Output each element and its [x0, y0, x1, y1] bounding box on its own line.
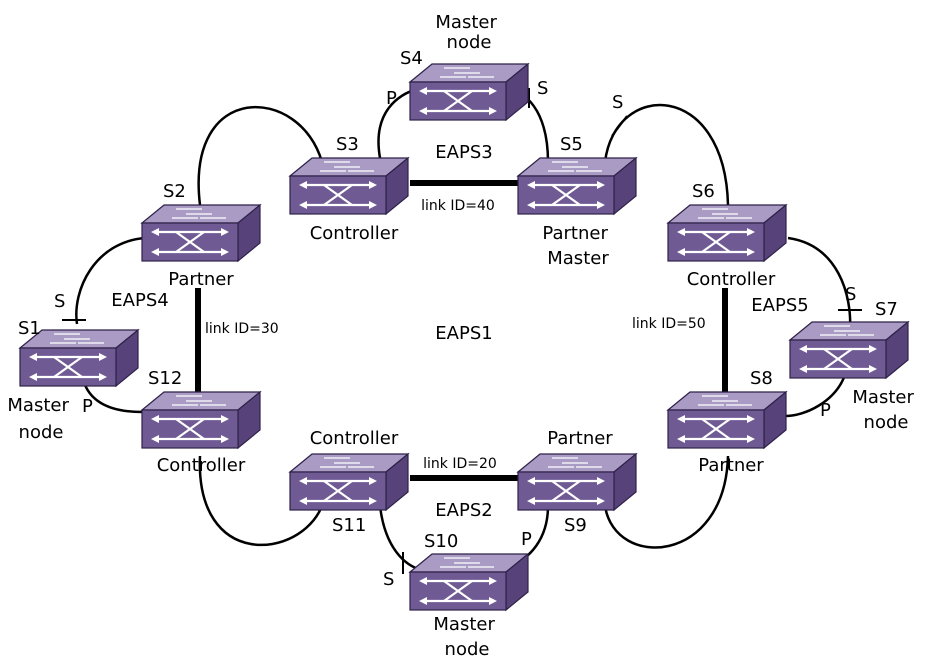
ring-label-eaps5: EAPS5 [751, 295, 808, 316]
port-p-s10: P [521, 529, 532, 550]
port-labels: P S S S P S P S P [54, 78, 856, 590]
blocker-s5-s6 [611, 115, 628, 137]
link-label-20: link ID=20 [423, 456, 497, 472]
switch-s11 [288, 452, 410, 512]
switch-s2 [140, 203, 262, 263]
switch-s12 [140, 390, 262, 450]
role-s6: Controller [687, 269, 776, 290]
port-s-s6: S [612, 92, 623, 113]
role-s12: Controller [157, 455, 246, 476]
port-p-s7: P [820, 400, 831, 421]
role-s7-line1: Master [852, 387, 914, 408]
link-s12-s11 [198, 455, 324, 546]
switch-s7 [788, 320, 910, 380]
port-s-s10: S [383, 569, 394, 590]
link-s7-s8 [784, 374, 847, 418]
role-s10: Master node [433, 614, 500, 657]
switch-name-s5: S5 [560, 134, 583, 155]
shared-link-labels: link ID=40 link ID=30 link ID=20 link ID… [205, 198, 706, 472]
switch-name-s10: S10 [424, 531, 458, 552]
port-s-s7: S [845, 284, 856, 305]
role-labels: Master node Controller Partner Master Pa… [7, 12, 919, 657]
role-s10-line2: node [445, 639, 490, 657]
ring-label-eaps2: EAPS2 [435, 500, 492, 521]
switch-name-s4: S4 [400, 48, 423, 69]
switch-name-s6: S6 [692, 181, 715, 202]
switch-name-s8: S8 [750, 368, 773, 389]
switch-s3 [288, 156, 410, 216]
role-s4-line1: Master [435, 12, 497, 33]
link-label-30: link ID=30 [205, 321, 279, 337]
role-s2: Partner [168, 269, 234, 290]
ring-label-eaps4: EAPS4 [111, 290, 168, 311]
switch-s9 [516, 452, 638, 512]
switch-names: S1 S2 S3 S4 S5 S6 S7 S8 S9 S10 S11 S12 [18, 48, 898, 552]
port-s-s1: S [54, 291, 65, 312]
link-s2-s3 [197, 105, 324, 206]
switch-name-s3: S3 [336, 134, 359, 155]
switch-s10 [408, 552, 530, 612]
switch-s5 [516, 156, 638, 216]
link-s2-s1 [75, 236, 146, 325]
switch-name-s1: S1 [18, 318, 41, 339]
switch-name-s7: S7 [875, 299, 898, 320]
ring-label-eaps3: EAPS3 [435, 142, 492, 163]
port-s-s4: S [537, 78, 548, 99]
role-s4: Master node [435, 12, 502, 53]
link-s6-s7 [787, 236, 852, 331]
role-s11: Controller [310, 428, 399, 449]
port-p-s1: P [82, 396, 93, 417]
link-label-40: link ID=40 [421, 198, 495, 214]
link-label-50: link ID=50 [632, 316, 706, 332]
role-s1-line2: node [19, 422, 64, 443]
switch-name-s12: S12 [148, 368, 182, 389]
ring-label-eaps1: EAPS1 [435, 323, 492, 344]
role-s1: Master node [7, 395, 74, 443]
switch-s6 [666, 203, 788, 263]
role-s3: Controller [310, 223, 399, 244]
role-s7-line2: node [864, 412, 909, 433]
switch-s8 [666, 390, 788, 450]
role-s7: Master node [852, 387, 919, 433]
switch-s4 [408, 62, 530, 122]
link-s9-s8 [603, 455, 730, 549]
switch-name-s11: S11 [332, 515, 366, 536]
link-s11-s10 [378, 505, 423, 572]
ring-labels: EAPS1 EAPS2 EAPS3 EAPS4 EAPS5 [111, 142, 808, 521]
role-s5-line2: Master [547, 248, 609, 269]
role-s8: Partner [698, 455, 764, 476]
port-p-s4: P [386, 88, 397, 109]
switch-name-s2: S2 [163, 181, 186, 202]
role-s9: Partner [547, 428, 613, 449]
link-s1-s12 [83, 384, 143, 414]
switch-name-s9: S9 [564, 515, 587, 536]
blocked-port-marks [62, 88, 862, 574]
role-s4-line2: node [447, 32, 492, 53]
role-s1-line1: Master [7, 395, 69, 416]
role-s5-line1: Partner [542, 223, 608, 244]
role-s5: Partner Master [542, 223, 613, 269]
role-s10-line1: Master [433, 614, 495, 635]
